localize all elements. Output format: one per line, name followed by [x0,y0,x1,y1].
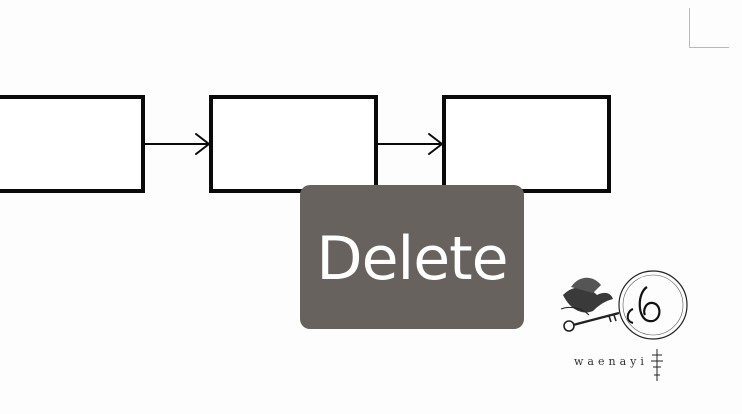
bird-key-moon-logo-icon [560,270,688,381]
watermark-text: waenayi [574,355,648,368]
list-node-3[interactable] [442,95,611,193]
arrow-node1-to-node2 [144,133,210,155]
delete-button[interactable]: Delete [300,185,524,329]
list-node-2[interactable] [209,95,378,193]
arrow-node2-to-node3 [377,133,443,155]
delete-label: Delete [316,224,508,294]
list-node-1[interactable] [0,95,145,193]
corner-crop-mark [689,8,729,48]
